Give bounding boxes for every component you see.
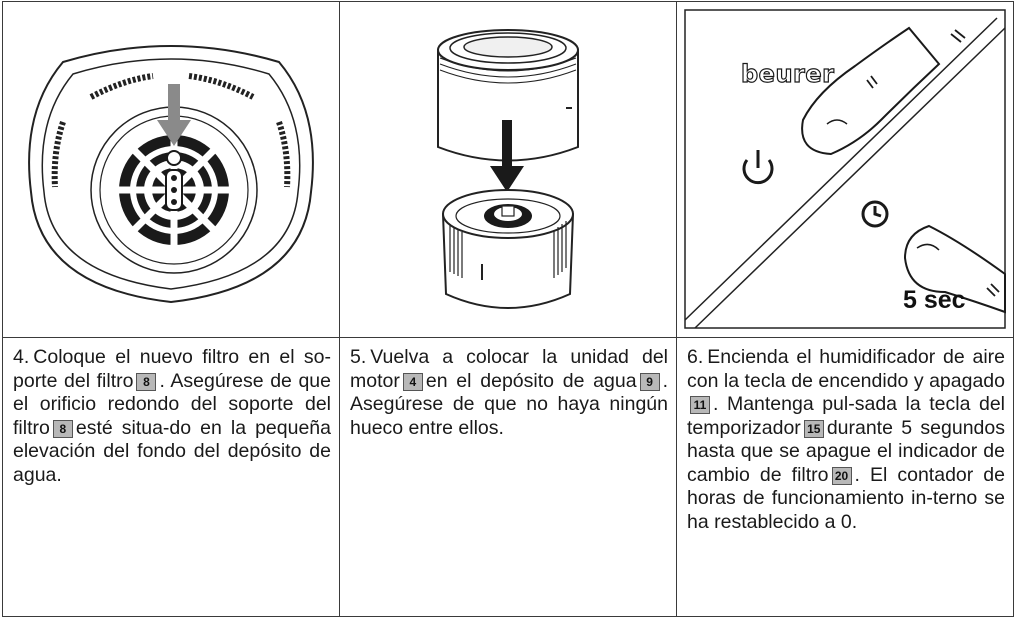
- reference-badge: 11: [690, 396, 710, 414]
- step-5-illustration: [339, 1, 677, 338]
- step-6-cell: 6.Encienda el humidificador de aire con …: [676, 337, 1014, 617]
- step-text-part: Encienda el humidificador de aire con la…: [687, 346, 1005, 392]
- control-panel-drawing: [684, 9, 1006, 329]
- step-4-illustration: [2, 1, 340, 338]
- step-number: 5.: [350, 346, 367, 368]
- step-text-part: Coloque el nuevo filtro en el so-porte d…: [13, 346, 331, 392]
- step-6-illustration: beurer 5 sec: [676, 1, 1014, 338]
- timer-icon: [861, 200, 889, 228]
- reference-badge: 4: [402, 372, 423, 391]
- hold-duration-label: 5 sec: [903, 286, 966, 314]
- step-text-part: . Asegúrese de que no haya ningún hueco …: [350, 369, 668, 439]
- reference-badge: 8: [136, 372, 157, 391]
- step-text-part: durante 5 segundos hasta que se apague e…: [687, 416, 1005, 486]
- step-4-text: 4.Coloque el nuevo filtro en el so-porte…: [13, 346, 331, 487]
- step-text-part: . Asegúrese de que el orificio redondo d…: [13, 369, 331, 439]
- reference-badge: 15: [803, 419, 824, 438]
- filter-holder-drawing: [28, 45, 314, 304]
- brand-logo: beurer: [740, 59, 835, 88]
- reference-badge: 20: [831, 466, 852, 485]
- step-text-part: en el depósito de agua: [425, 369, 637, 392]
- motor-unit-drawing: [437, 29, 579, 309]
- reference-badge: 8: [52, 419, 73, 438]
- power-icon: [742, 150, 774, 185]
- step-text-part: . Mantenga pul-sada la tecla del tempori…: [687, 393, 1005, 439]
- step-text-part: . El contador de horas de funcionamiento…: [687, 463, 1005, 533]
- reference-badge: 9: [639, 372, 660, 391]
- step-number: 4.: [13, 346, 30, 368]
- step-4-cell: 4.Coloque el nuevo filtro en el so-porte…: [2, 337, 340, 617]
- step-number: 6.: [687, 346, 704, 368]
- step-text-part: esté situa-do en la pequeña elevación de…: [13, 416, 331, 486]
- step-text-part: Vuelva a colocar la unidad del motor: [350, 346, 668, 392]
- step-6-text: 6.Encienda el humidificador de aire con …: [687, 346, 1005, 534]
